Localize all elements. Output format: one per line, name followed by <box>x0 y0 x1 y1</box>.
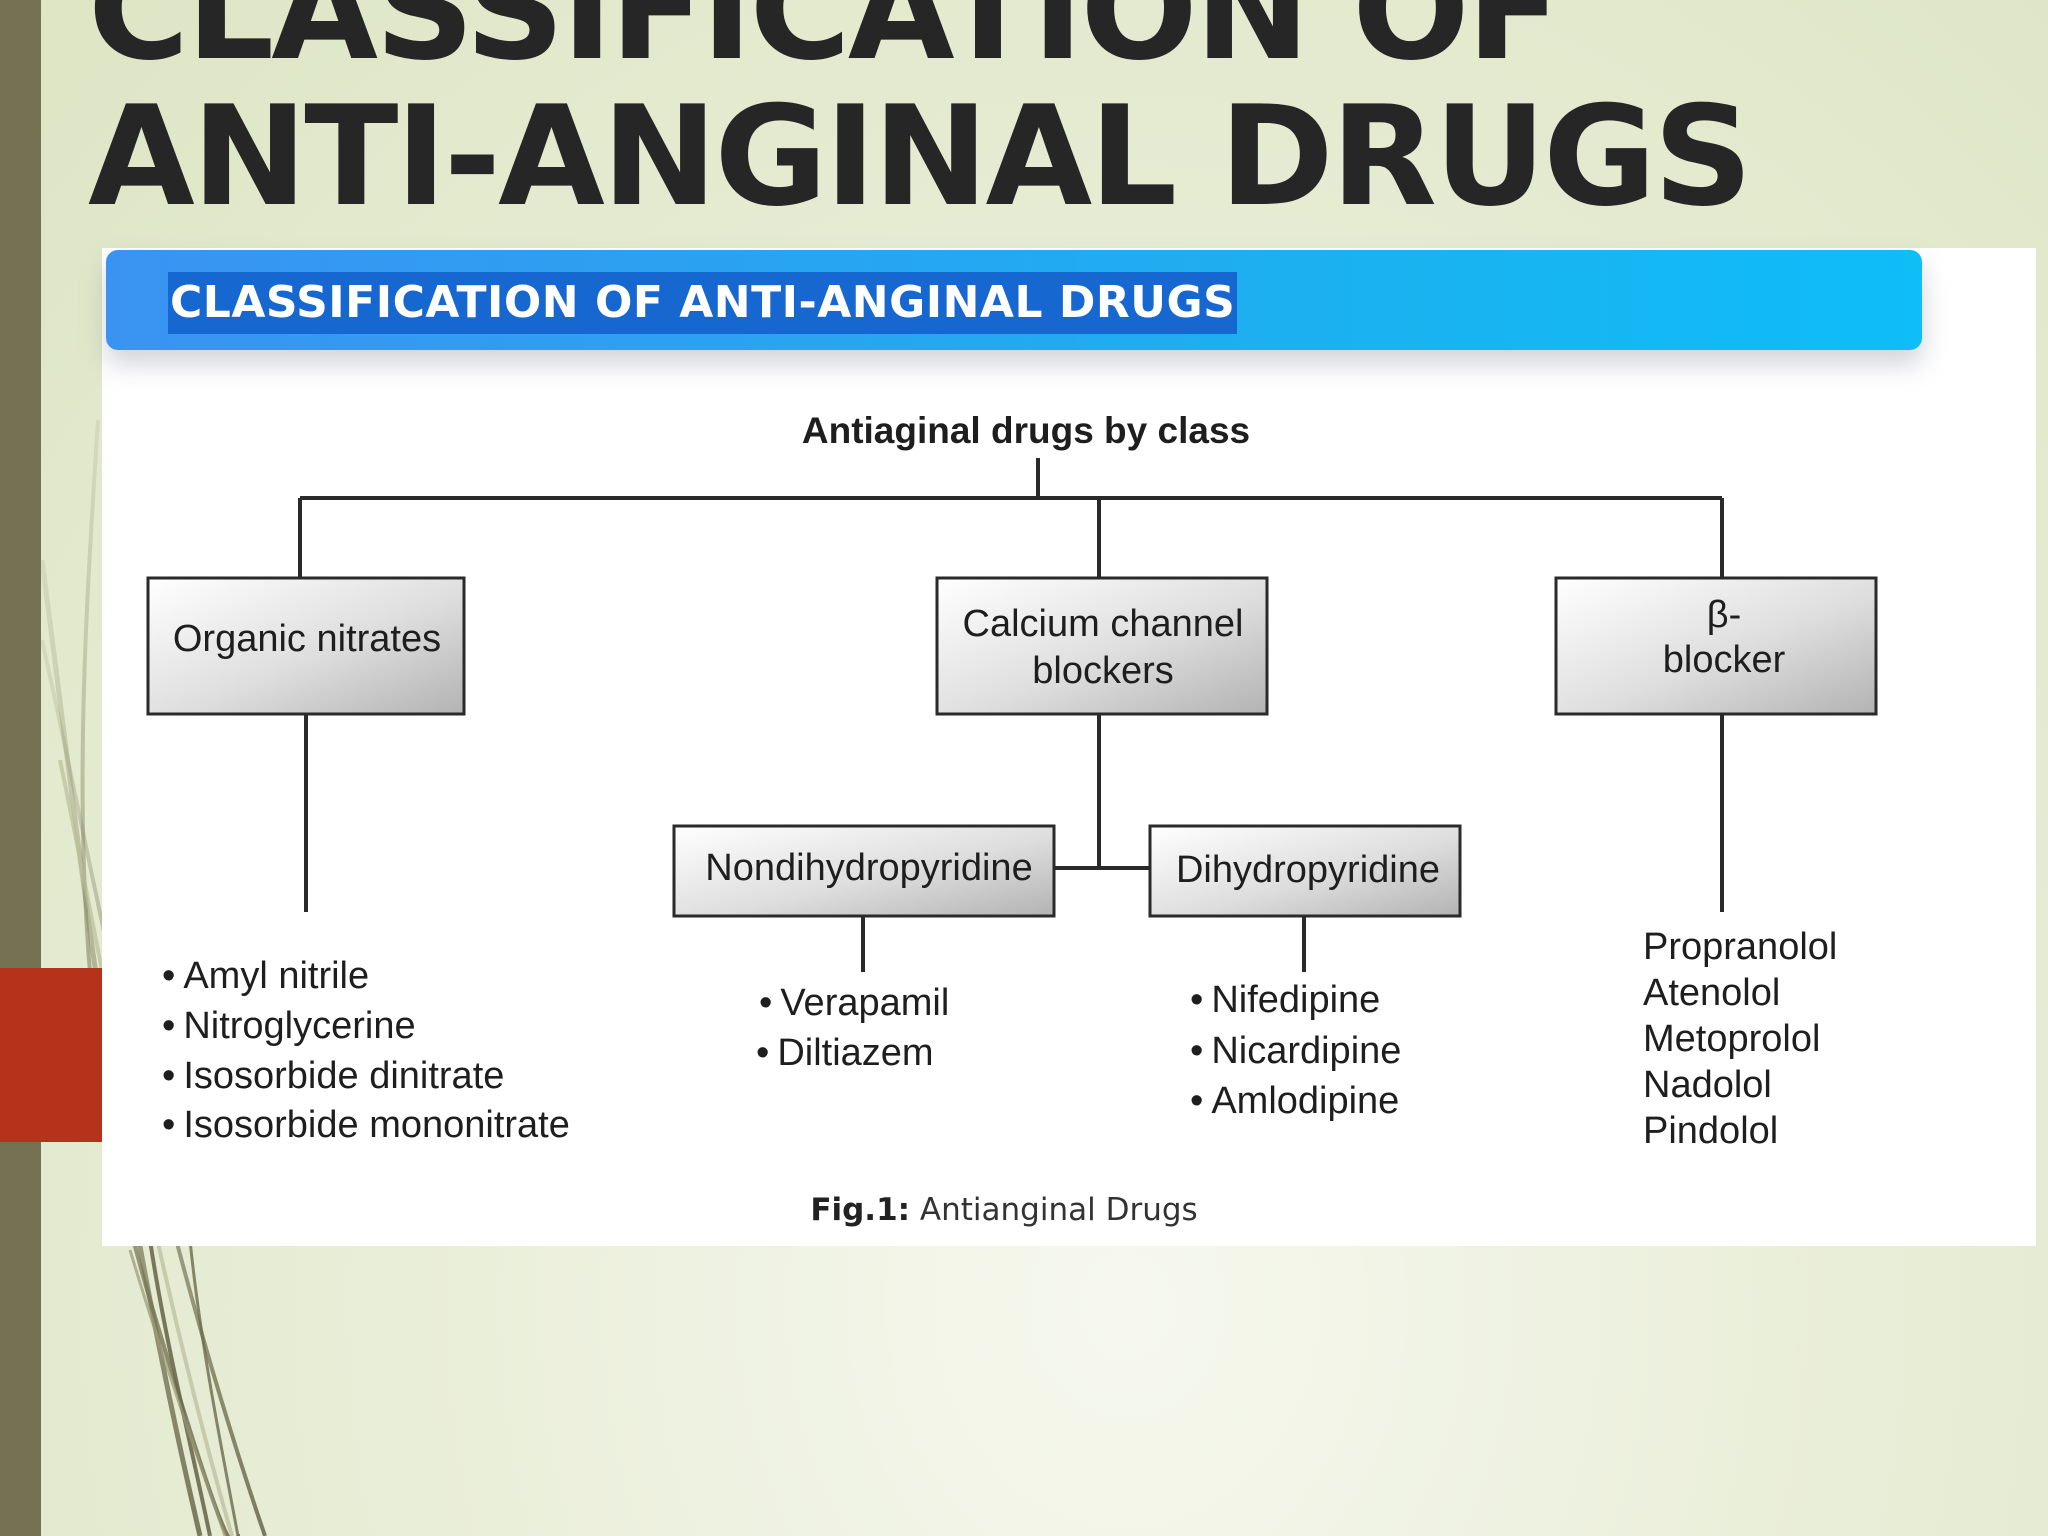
dihydropyridine-label: Dihydropyridine <box>1176 849 1440 891</box>
root-label: Antiaginal drugs by class <box>802 410 1250 451</box>
list-item: •Diltiazem <box>756 1032 934 1074</box>
left-accent-bar <box>0 0 41 1536</box>
list-item: •Verapamil <box>759 982 949 1024</box>
connector-lines <box>298 458 1724 972</box>
list-item: Propranolol <box>1643 926 1837 968</box>
dihydropyridine-list: •Nifedipine •Nicardipine •Amlodipine <box>1190 979 1401 1122</box>
list-item: •Nicardipine <box>1190 1030 1401 1072</box>
list-item: •Isosorbide mononitrate <box>162 1104 570 1146</box>
list-item: •Nitroglycerine <box>162 1005 416 1047</box>
organic-nitrates-label: Organic nitrates <box>173 618 441 660</box>
banner-title: CLASSIFICATION OF ANTI-ANGINAL DRUGS <box>168 272 1238 334</box>
organic-nitrates-box <box>146 576 466 716</box>
red-accent-block <box>0 968 102 1142</box>
caption-text: Antianginal Drugs <box>910 1192 1198 1228</box>
figure-image: CLASSIFICATION OF ANTI-ANGINAL DRUGS Ant… <box>102 248 2036 1246</box>
nondihydropyridine-list: •Verapamil •Diltiazem <box>756 982 949 1074</box>
calcium-channel-blockers-label-line1: Calcium channel <box>963 603 1244 645</box>
dihydropyridine-box <box>1148 824 1462 918</box>
figure-caption: Fig.1: Antianginal Drugs <box>102 1192 1906 1228</box>
figure-banner: CLASSIFICATION OF ANTI-ANGINAL DRUGS <box>106 250 1922 350</box>
list-item: •Isosorbide dinitrate <box>162 1055 504 1097</box>
list-item: Atenolol <box>1643 972 1780 1014</box>
list-item: Pindolol <box>1643 1110 1778 1152</box>
organic-nitrates-list: •Amyl nitrile •Nitroglycerine •Isosorbid… <box>162 955 570 1146</box>
calcium-channel-blockers-label-line2: blockers <box>1032 650 1174 692</box>
nondihydropyridine-box <box>672 824 1056 918</box>
classification-diagram: Antiaginal drugs by class Organic nitrat… <box>146 410 1878 1152</box>
nondihydropyridine-label: Nondihydropyridine <box>705 847 1032 889</box>
caption-prefix: Fig.1: <box>810 1192 911 1228</box>
list-item: Nadolol <box>1643 1064 1772 1106</box>
beta-blocker-label-line2: blocker <box>1663 639 1786 681</box>
beta-blocker-box <box>1554 576 1878 716</box>
beta-blocker-label-line1: β- <box>1707 594 1742 636</box>
list-item: •Amyl nitrile <box>162 955 369 997</box>
beta-blocker-list: Propranolol Atenolol Metoprolol Nadolol … <box>1643 926 1837 1152</box>
list-item: Metoprolol <box>1643 1018 1820 1060</box>
calcium-channel-blockers-box <box>935 576 1269 716</box>
list-item: •Amlodipine <box>1190 1080 1399 1122</box>
slide-title: CLASSIFICATION OF ANTI-ANGINAL DRUGS <box>88 0 1753 237</box>
list-item: •Nifedipine <box>1190 979 1380 1021</box>
